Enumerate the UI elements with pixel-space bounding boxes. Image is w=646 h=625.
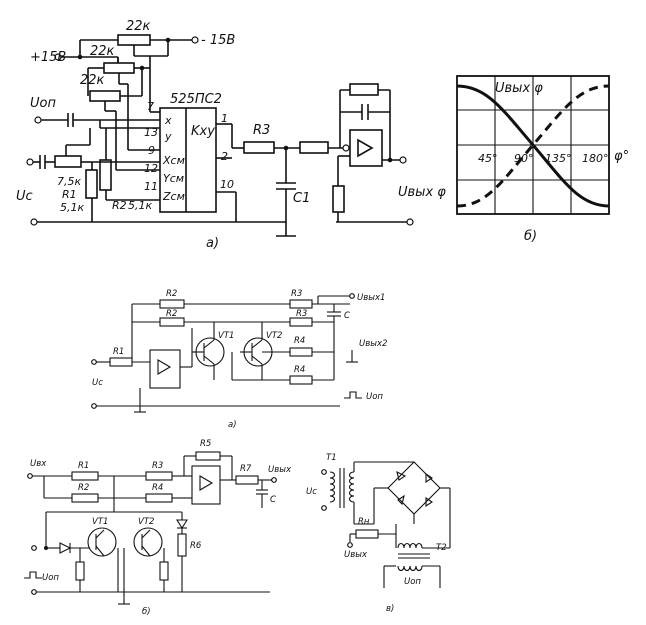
fig4-caption: б): [142, 607, 151, 617]
pin-ysm-label: Yсм: [163, 172, 184, 185]
kxy-label: Kxy: [191, 124, 215, 139]
r4b-label: R4: [294, 365, 305, 375]
uop-label: Uоп: [30, 96, 56, 111]
diode-bridge: [387, 461, 441, 515]
t2-label: T2: [436, 543, 447, 553]
uout-label-b: Uвых: [268, 465, 292, 475]
r1-label-a: R1: [113, 347, 124, 357]
pin13-label: 13: [144, 126, 158, 139]
r1-label-b: R1: [78, 461, 89, 471]
r2-label-b: R2: [78, 483, 89, 493]
r75-label: 7,5к: [57, 175, 81, 188]
r6-label-b: R6: [190, 541, 202, 551]
pin-x-label: x: [164, 114, 172, 127]
c-label-a: C: [344, 311, 350, 321]
resistor-r3: [243, 141, 275, 154]
pot-22k-top: [117, 34, 151, 46]
pin11-label: 11: [144, 180, 158, 193]
opamp-1: [349, 129, 383, 167]
chip-525ps2: [159, 107, 217, 213]
pin12-label: 12: [144, 162, 158, 175]
uop-label-c: Uоп: [404, 577, 421, 587]
r1-val-label: 5,1к: [60, 201, 84, 214]
plus15-label: +15В: [30, 50, 66, 65]
fig2-caption: б): [524, 229, 537, 244]
c1-label: C1: [293, 191, 310, 206]
t1-label: T1: [326, 453, 337, 463]
r4-label-b: R4: [152, 483, 163, 493]
r3b-label: R3: [296, 309, 307, 319]
r2b-label: R2: [166, 309, 177, 319]
resistor-r2: [99, 159, 112, 191]
rn-label: Rн: [358, 517, 370, 527]
fig3-caption: а): [228, 420, 237, 430]
pot-22k-mid: [103, 62, 135, 74]
vt1-label-b: VT1: [92, 517, 108, 527]
r2a-label: R2: [166, 289, 177, 299]
r5-label-b: R5: [200, 439, 211, 449]
r2-val-label: 5,1к: [128, 199, 152, 212]
deg135-label: 135°: [545, 152, 572, 165]
pin7-label: 7: [147, 100, 154, 113]
r4a-label: R4: [294, 336, 305, 346]
vt1-label-a: VT1: [218, 331, 234, 341]
chip-label: 525ПС2: [170, 92, 222, 107]
pot-mid-label: 22к: [90, 44, 115, 59]
uout2-label: Uвых2: [359, 339, 387, 349]
fig1-caption: а): [206, 236, 219, 251]
vt2-label-a: VT2: [266, 331, 282, 341]
resistor-r1: [85, 169, 98, 199]
phi-label: φ°: [614, 149, 629, 164]
r3a-label: R3: [291, 289, 302, 299]
multiplier-circuit: 22к +15В - 15В 22к 22к 525ПС2 Kxy: [16, 19, 446, 251]
pot-low-label: 22к: [80, 73, 105, 88]
uout-label-c: Uвых: [344, 550, 368, 560]
pin10-label: 10: [220, 178, 234, 191]
r3-label-b: R3: [152, 461, 163, 471]
resistor-7-5k: [54, 155, 82, 168]
c-label-b: C: [270, 495, 276, 505]
pin9-label: 9: [148, 144, 155, 157]
pin1-label: 1: [221, 112, 228, 125]
r2-label: R2: [112, 199, 127, 212]
r7-label-b: R7: [240, 464, 252, 474]
resistor-out-series: [299, 141, 329, 154]
minus15-label: - 15В: [201, 33, 235, 48]
uc-label: Uс: [16, 189, 33, 204]
cos-curve: [456, 84, 610, 208]
uout1-label: Uвых1: [357, 293, 385, 303]
deg180-label: 180°: [582, 152, 609, 165]
resistor-feedback: [349, 83, 379, 96]
pin-xsm-label: Xсм: [162, 154, 185, 167]
graph-uout-label: Uвых φ: [495, 81, 543, 96]
uin-label: Uвх: [30, 459, 47, 469]
deg90-label: 90°: [514, 152, 534, 165]
uc-label-a: Uс: [92, 378, 103, 388]
transformer-bridge: Uс T1 Rн Uвых: [306, 453, 451, 614]
transistor-vt1-b: [87, 527, 117, 557]
phase-graph: Uвых φ 45° 90° 135° 180° φ° б): [456, 75, 629, 244]
uc-label-c: Uс: [306, 487, 317, 497]
pin-zsm-label: Zсм: [162, 190, 185, 203]
uout-label: Uвых φ: [398, 185, 446, 200]
transistor-detector-a: R2 R3 Uвых1 R2 R3 C R1 Uс VT1: [91, 289, 387, 430]
transistor-vt2-b: [133, 527, 163, 557]
resistor-bias: [332, 185, 345, 213]
r1-label: R1: [62, 188, 77, 201]
vt2-label-b: VT2: [138, 517, 154, 527]
r3-label: R3: [253, 123, 270, 138]
pin-y-label: y: [164, 130, 172, 143]
pot-22k-low: [89, 90, 121, 102]
transistor-detector-b: Uвх R1 R3 R2 R4 R5 R7 Uвых C: [24, 439, 292, 617]
fig5-caption: в): [386, 604, 394, 614]
deg45-label: 45°: [478, 152, 498, 165]
pin2-label: 2: [221, 150, 228, 163]
pot-top-label: 22к: [126, 19, 151, 34]
uop-label-a: Uоп: [366, 392, 383, 402]
uop-label-b: Uоп: [42, 573, 59, 583]
